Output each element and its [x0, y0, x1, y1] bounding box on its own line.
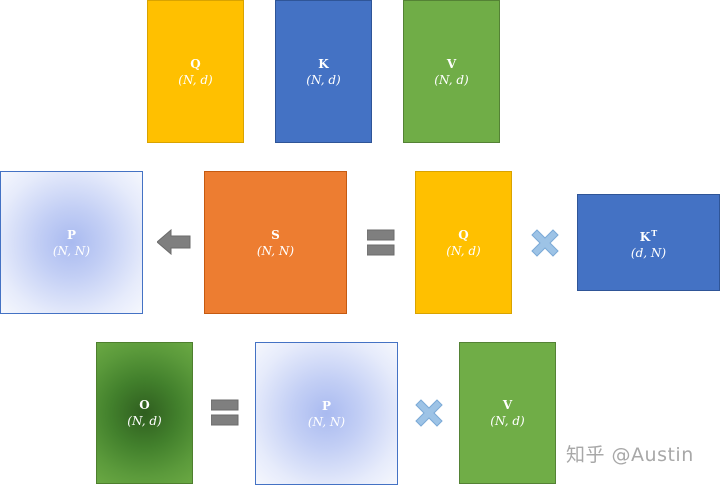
equals-icon [211, 399, 239, 426]
matrix-o-dims: (N, d) [127, 414, 162, 428]
matrix-p-bottom-label: P [321, 398, 332, 413]
matrix-v-bottom-dims: (N, d) [490, 414, 525, 428]
transpose-superscript: T [651, 227, 658, 238]
matrix-k-top: K (N, d) [275, 0, 372, 143]
matrix-p-middle-label: P [66, 227, 77, 242]
multiply-icon [415, 399, 443, 427]
matrix-s-dims: (N, N) [256, 243, 295, 258]
matrix-q-top: Q (N, d) [147, 0, 244, 143]
matrix-p-middle: P (N, N) [0, 171, 143, 314]
matrix-p-middle-dims: (N, N) [52, 243, 91, 258]
equals-icon [367, 229, 395, 256]
matrix-v-bottom-label: V [502, 398, 513, 412]
matrix-v-top: V (N, d) [403, 0, 500, 143]
matrix-v-bottom: V (N, d) [459, 342, 556, 484]
matrix-o: O (N, d) [96, 342, 193, 484]
matrix-k-top-dims: (N, d) [306, 72, 341, 87]
matrix-q-middle-label: Q [458, 227, 469, 242]
matrix-q-middle-dims: (N, d) [446, 243, 481, 258]
matrix-q-middle: Q (N, d) [415, 171, 512, 314]
matrix-s-label: S [271, 227, 280, 242]
matrix-p-bottom: P (N, N) [255, 342, 398, 485]
matrix-v-top-dims: (N, d) [434, 72, 469, 87]
matrix-k-transpose-dims: (d, N) [630, 245, 667, 260]
matrix-s: S (N, N) [204, 171, 347, 314]
matrix-v-top-label: V [446, 56, 457, 71]
matrix-q-top-label: Q [190, 56, 201, 71]
matrix-p-bottom-dims: (N, N) [307, 414, 346, 429]
matrix-k-top-label: K [318, 56, 329, 71]
matrix-k-transpose-label: KT [639, 227, 658, 244]
left-arrow-icon [157, 229, 191, 255]
matrix-o-label: O [139, 398, 150, 412]
matrix-k-transpose: KT (d, N) [577, 194, 720, 291]
watermark: 知乎 @Austin [566, 444, 694, 466]
multiply-icon [531, 229, 559, 257]
matrix-q-top-dims: (N, d) [178, 72, 213, 87]
